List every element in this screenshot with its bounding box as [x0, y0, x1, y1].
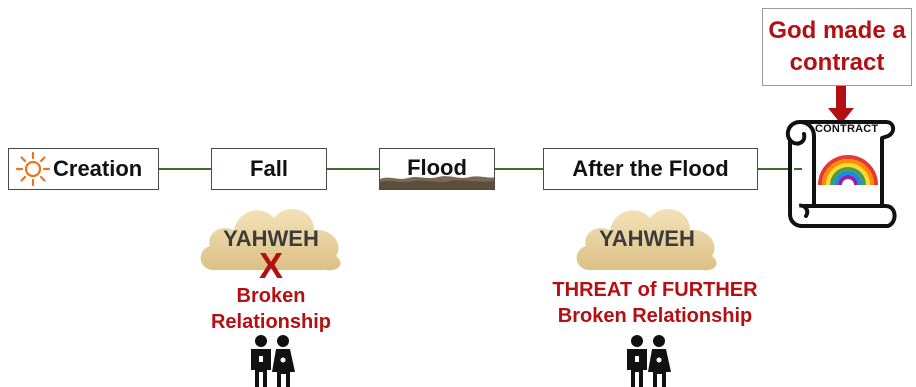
timeline-node-creation: Creation [8, 148, 159, 190]
connector-after-contract [758, 168, 802, 170]
contract-note-line1: God made a [768, 17, 906, 44]
after-flood-cloud: YAHWEH [572, 196, 722, 274]
timeline-node-after-flood: After the Flood [543, 148, 758, 190]
fall-caption-line2: Relationship [210, 311, 331, 333]
flood-water-icon [380, 176, 494, 189]
rainbow-icon [818, 155, 878, 186]
contract-note-box: God made a contract [762, 8, 912, 86]
people-icon [251, 335, 295, 387]
arrow-down-icon [828, 86, 854, 124]
connector-fall-flood [327, 168, 379, 170]
connector-creation-fall [159, 168, 211, 170]
timeline-node-fall: Fall [211, 148, 327, 190]
timeline-node-label: Creation [53, 156, 143, 181]
after-flood-cloud-label: YAHWEH [599, 226, 695, 251]
fall-cloud: YAHWEH [196, 196, 346, 274]
people-icon [627, 335, 671, 387]
after-flood-caption-line2: Broken Relationship [557, 305, 753, 327]
connector-flood-after [495, 168, 543, 170]
sun-icon [15, 151, 51, 187]
cloud-icon [576, 208, 717, 271]
timeline-node-label: Fall [250, 156, 288, 181]
scroll-title: CONTRACT [815, 123, 879, 135]
after-flood-caption-line1: THREAT of FURTHER [552, 279, 758, 301]
timeline-node-flood: Flood [379, 148, 495, 190]
fall-cloud-label: YAHWEH [223, 226, 319, 251]
timeline-node-label: Flood [407, 155, 467, 180]
cloud-icon [200, 208, 341, 271]
fall-caption-line1: Broken [236, 285, 306, 307]
x-mark: X [258, 245, 283, 286]
contract-note-line2: contract [789, 49, 885, 76]
timeline-node-label: After the Flood [572, 156, 729, 181]
